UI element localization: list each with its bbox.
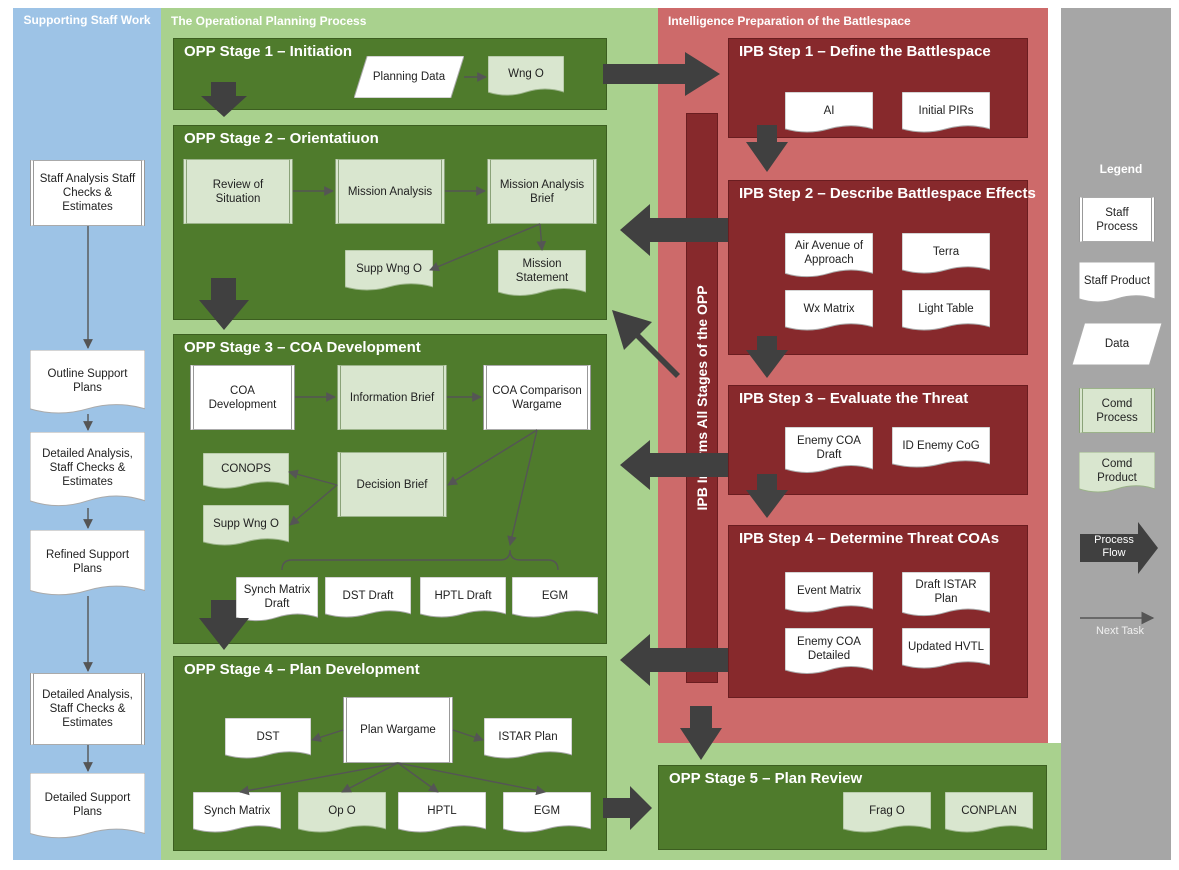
wng-o-product: Wng O (488, 56, 564, 100)
mission-statement: Mission Statement (498, 250, 586, 300)
mission-analysis: Mission Analysis (335, 159, 445, 224)
ipb-step-4-title: IPB Step 4 – Determine Threat COAs (739, 530, 1000, 547)
supp-wng-o-stage3: Supp Wng O (203, 505, 289, 550)
istar-plan: ISTAR Plan (484, 718, 572, 763)
information-brief: Information Brief (337, 365, 447, 430)
egm-draft: EGM (512, 577, 598, 622)
hptl: HPTL (398, 792, 486, 837)
light-table: Light Table (902, 290, 990, 335)
ipb-step-2-title: IPB Step 2 – Describe Battlespace Effect… (739, 185, 1036, 202)
conplan: CONPLAN (945, 792, 1033, 837)
opp-stage-5-title: OPP Stage 5 – Plan Review (669, 770, 863, 787)
egm: EGM (503, 792, 591, 837)
ipb-informs-bar: IPB Informs All Stages of the OPP (686, 113, 718, 683)
legend-column (1061, 8, 1171, 860)
opp-stage-3-title: OPP Stage 3 – COA Development (184, 339, 421, 356)
opp-column-title: The Operational Planning Process (171, 14, 367, 28)
dst: DST (225, 718, 311, 763)
ipb-informs-label: IPB Informs All Stages of the OPP (694, 285, 710, 511)
event-matrix: Event Matrix (785, 572, 873, 617)
id-enemy-cog: ID Enemy CoG (892, 427, 990, 472)
ipb-column-title: Intelligence Preparation of the Battlesp… (668, 14, 911, 28)
refined-support-plans: Refined Support Plans (30, 530, 145, 602)
legend-data: Data (1072, 323, 1162, 365)
synch-matrix: Synch Matrix (193, 792, 281, 837)
ipb-step-1-title: IPB Step 1 – Define the Battlespace (739, 43, 991, 60)
enemy-coa-detailed: Enemy COA Detailed (785, 628, 873, 678)
planning-data: Planning Data (354, 56, 464, 98)
detailed-analysis-product-1: Detailed Analysis, Staff Checks & Estima… (30, 432, 145, 512)
opp-stage-4-title: OPP Stage 4 – Plan Development (184, 661, 420, 678)
terra: Terra (902, 233, 990, 278)
coa-comparison-wargame: COA Comparison Wargame (483, 365, 591, 430)
hptl-draft: HPTL Draft (420, 577, 506, 622)
dst-draft: DST Draft (325, 577, 411, 622)
air-avenue-of-approach: Air Avenue of Approach (785, 233, 873, 281)
ipb-step-4: IPB Step 4 – Determine Threat COAs (728, 525, 1028, 698)
supp-wng-o-stage2: Supp Wng O (345, 250, 433, 295)
review-of-situation: Review of Situation (183, 159, 293, 224)
synch-matrix-draft: Synch Matrix Draft (236, 577, 318, 625)
detailed-analysis-process-2: Detailed Analysis, Staff Checks & Estima… (30, 673, 145, 745)
op-o: Op O (298, 792, 386, 837)
decision-brief: Decision Brief (337, 452, 447, 517)
enemy-coa-draft: Enemy COA Draft (785, 427, 873, 477)
updated-hvtl: Updated HVTL (902, 628, 990, 673)
mission-analysis-brief: Mission Analysis Brief (487, 159, 597, 224)
legend-comd-process: Comd Process (1079, 388, 1155, 433)
frag-o: Frag O (843, 792, 931, 837)
ai-product: AI (785, 92, 873, 137)
initial-pirs: Initial PIRs (902, 92, 990, 137)
wx-matrix: Wx Matrix (785, 290, 873, 335)
detailed-support-plans: Detailed Support Plans (30, 773, 145, 845)
plan-wargame: Plan Wargame (343, 697, 453, 763)
supporting-staff-title: Supporting Staff Work (23, 13, 151, 27)
legend-next-task-label: Next Task (1095, 625, 1145, 637)
legend-process-flow-label: Process Flow (1094, 534, 1134, 559)
draft-istar-plan: Draft ISTAR Plan (902, 572, 990, 620)
legend-title: Legend (1099, 162, 1143, 176)
legend-staff-process: Staff Process (1079, 197, 1155, 242)
conops: CONOPS (203, 453, 289, 493)
coa-development-process: COA Development (190, 365, 295, 430)
opp-stage-1-title: OPP Stage 1 – Initiation (184, 43, 353, 60)
staff-analysis-process: Staff Analysis Staff Checks & Estimates (30, 160, 145, 226)
outline-support-plans: Outline Support Plans (30, 350, 145, 420)
ipb-step-3-title: IPB Step 3 – Evaluate the Threat (739, 390, 969, 407)
legend-staff-product: Staff Product (1079, 262, 1155, 307)
opp-stage-2-title: OPP Stage 2 – Orientatiuon (184, 130, 379, 147)
legend-comd-product: Comd Product (1079, 452, 1155, 497)
